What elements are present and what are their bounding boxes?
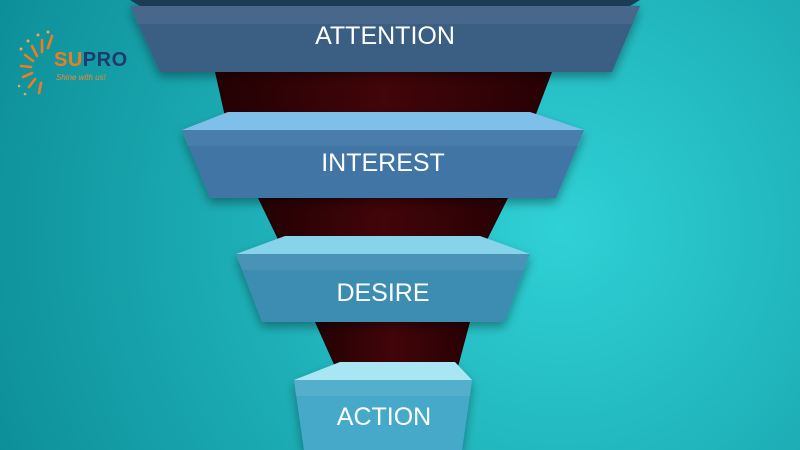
stage-attention-top-face (130, 0, 640, 6)
stage-attention-highlight (130, 6, 640, 24)
stage-label-action: ACTION (337, 403, 431, 431)
funnel-stage-interest: INTEREST (182, 112, 584, 198)
stage-interest-front-face (182, 130, 584, 198)
funnel-stage-attention: ATTENTION (130, 0, 640, 72)
logo-word-su: SU (54, 49, 83, 71)
funnel-stage-desire: DESIRE (236, 236, 530, 322)
logo-tagline: Shine with us! (56, 73, 106, 82)
stage-interest-top-face (182, 112, 584, 130)
stage-action-highlight (294, 380, 472, 396)
stage-label-interest: INTEREST (321, 149, 445, 177)
supro-logo: SUPRO Shine with us! (18, 28, 138, 100)
logo-wordmark: SUPRO (54, 50, 128, 70)
stage-interest-highlight (182, 130, 584, 146)
logo-word-pro: PRO (82, 49, 128, 71)
stage-label-desire: DESIRE (336, 279, 429, 307)
stage-desire-highlight (236, 254, 530, 270)
stage-action-top-face (294, 362, 472, 380)
stage-action-front-face (294, 380, 472, 450)
funnel-stage-action: ACTION (294, 362, 472, 450)
stage-label-attention: ATTENTION (315, 22, 455, 50)
sun-rays-icon (18, 30, 54, 96)
stage-desire-front-face (236, 254, 530, 322)
stage-desire-top-face (236, 236, 530, 254)
